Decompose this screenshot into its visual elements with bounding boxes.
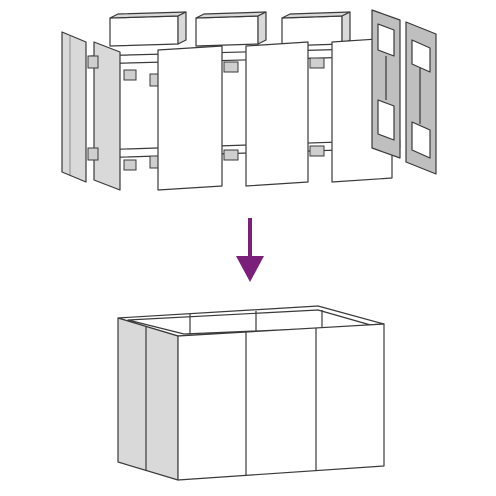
down-arrow-icon bbox=[236, 218, 264, 282]
front-panel-left bbox=[157, 45, 223, 191]
back-panel-left bbox=[109, 11, 187, 47]
planter-front-face bbox=[177, 323, 385, 481]
end-panel-right-outer bbox=[405, 21, 437, 175]
end-panel-left-outer bbox=[61, 31, 87, 183]
front-panel-middle bbox=[245, 41, 309, 187]
assembled-planter bbox=[117, 305, 385, 481]
end-panel-right-inner bbox=[371, 9, 401, 159]
back-panel-middle bbox=[195, 11, 267, 47]
exploded-parts bbox=[61, 9, 437, 191]
brackets-middle bbox=[223, 57, 325, 161]
end-panel-left-inner bbox=[93, 41, 121, 191]
brackets-left bbox=[87, 55, 161, 171]
planter-left-side bbox=[117, 317, 179, 481]
